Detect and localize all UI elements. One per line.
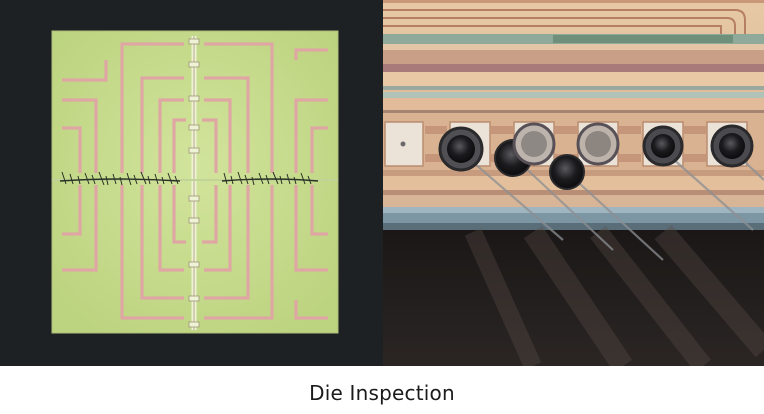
metal-routing bbox=[383, 0, 764, 113]
bond-pad-svg bbox=[383, 0, 764, 366]
die-overview-photo bbox=[0, 0, 383, 366]
die-overview-svg bbox=[0, 0, 383, 366]
crack-line bbox=[52, 171, 338, 186]
die-inspection-figure bbox=[0, 0, 764, 366]
bond-wires bbox=[458, 149, 764, 261]
substrate bbox=[383, 230, 764, 366]
figure-caption: Die Inspection bbox=[309, 381, 455, 405]
center-spine bbox=[188, 36, 200, 330]
wire-shadows bbox=[464, 224, 764, 366]
wire-bond-balls bbox=[438, 122, 754, 190]
trace-pattern bbox=[62, 42, 328, 320]
bond-pad-closeup-photo bbox=[383, 0, 764, 366]
